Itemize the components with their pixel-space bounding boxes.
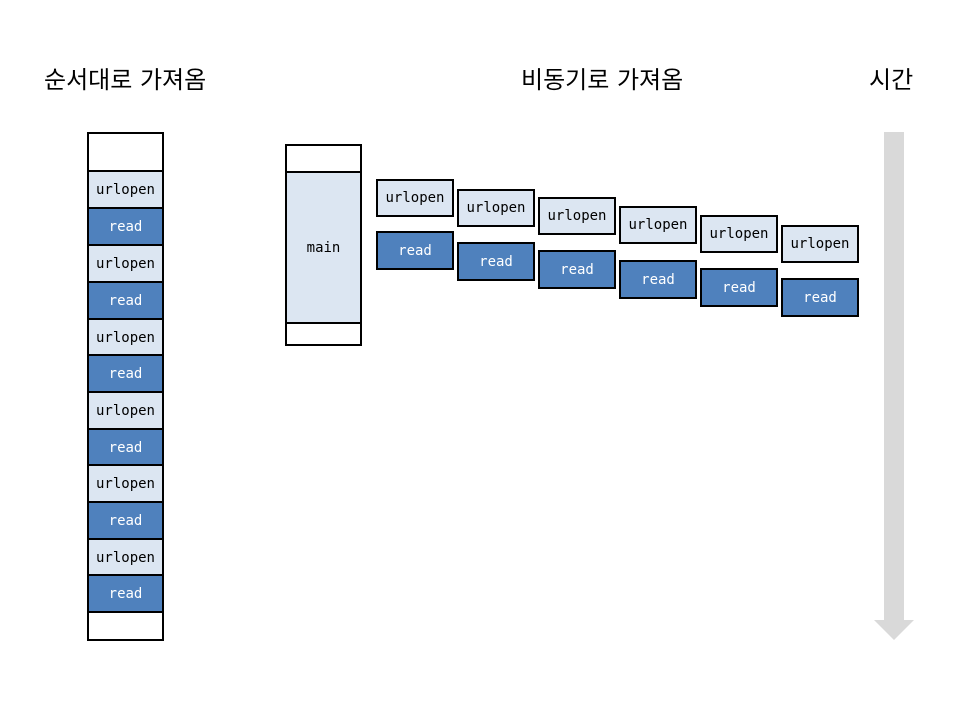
- sync-urlopen-1: urlopen: [87, 170, 164, 210]
- async-urlopen-4: urlopen: [619, 206, 697, 244]
- async-title: 비동기로 가져옴: [521, 66, 684, 94]
- async-urlopen-3: urlopen: [538, 197, 616, 235]
- sync-urlopen-6: urlopen: [87, 538, 164, 578]
- main-box: main: [285, 171, 362, 324]
- sync-read-1: read: [87, 207, 164, 247]
- sync-read-5: read: [87, 501, 164, 541]
- async-read-6: read: [781, 278, 859, 317]
- sync-top-cap: [87, 132, 164, 172]
- main-top-cap: [285, 144, 362, 173]
- async-urlopen-5: urlopen: [700, 215, 778, 253]
- sync-urlopen-3: urlopen: [87, 318, 164, 358]
- async-read-3: read: [538, 250, 616, 289]
- sync-read-3: read: [87, 354, 164, 394]
- async-urlopen-2: urlopen: [457, 189, 535, 227]
- async-read-2: read: [457, 242, 535, 281]
- async-urlopen-1: urlopen: [376, 179, 454, 217]
- sync-title: 순서대로 가져옴: [44, 66, 207, 94]
- async-read-5: read: [700, 268, 778, 307]
- async-urlopen-6: urlopen: [781, 225, 859, 263]
- sync-urlopen-5: urlopen: [87, 464, 164, 504]
- sync-read-6: read: [87, 574, 164, 614]
- sync-urlopen-4: urlopen: [87, 391, 164, 431]
- main-bottom-cap: [285, 322, 362, 346]
- async-read-4: read: [619, 260, 697, 299]
- sync-read-2: read: [87, 281, 164, 321]
- async-read-1: read: [376, 231, 454, 270]
- sync-urlopen-2: urlopen: [87, 244, 164, 284]
- sync-bottom-cap: [87, 611, 164, 641]
- time-title: 시간: [869, 66, 914, 94]
- sync-read-4: read: [87, 428, 164, 468]
- time-arrow-icon: [874, 132, 914, 640]
